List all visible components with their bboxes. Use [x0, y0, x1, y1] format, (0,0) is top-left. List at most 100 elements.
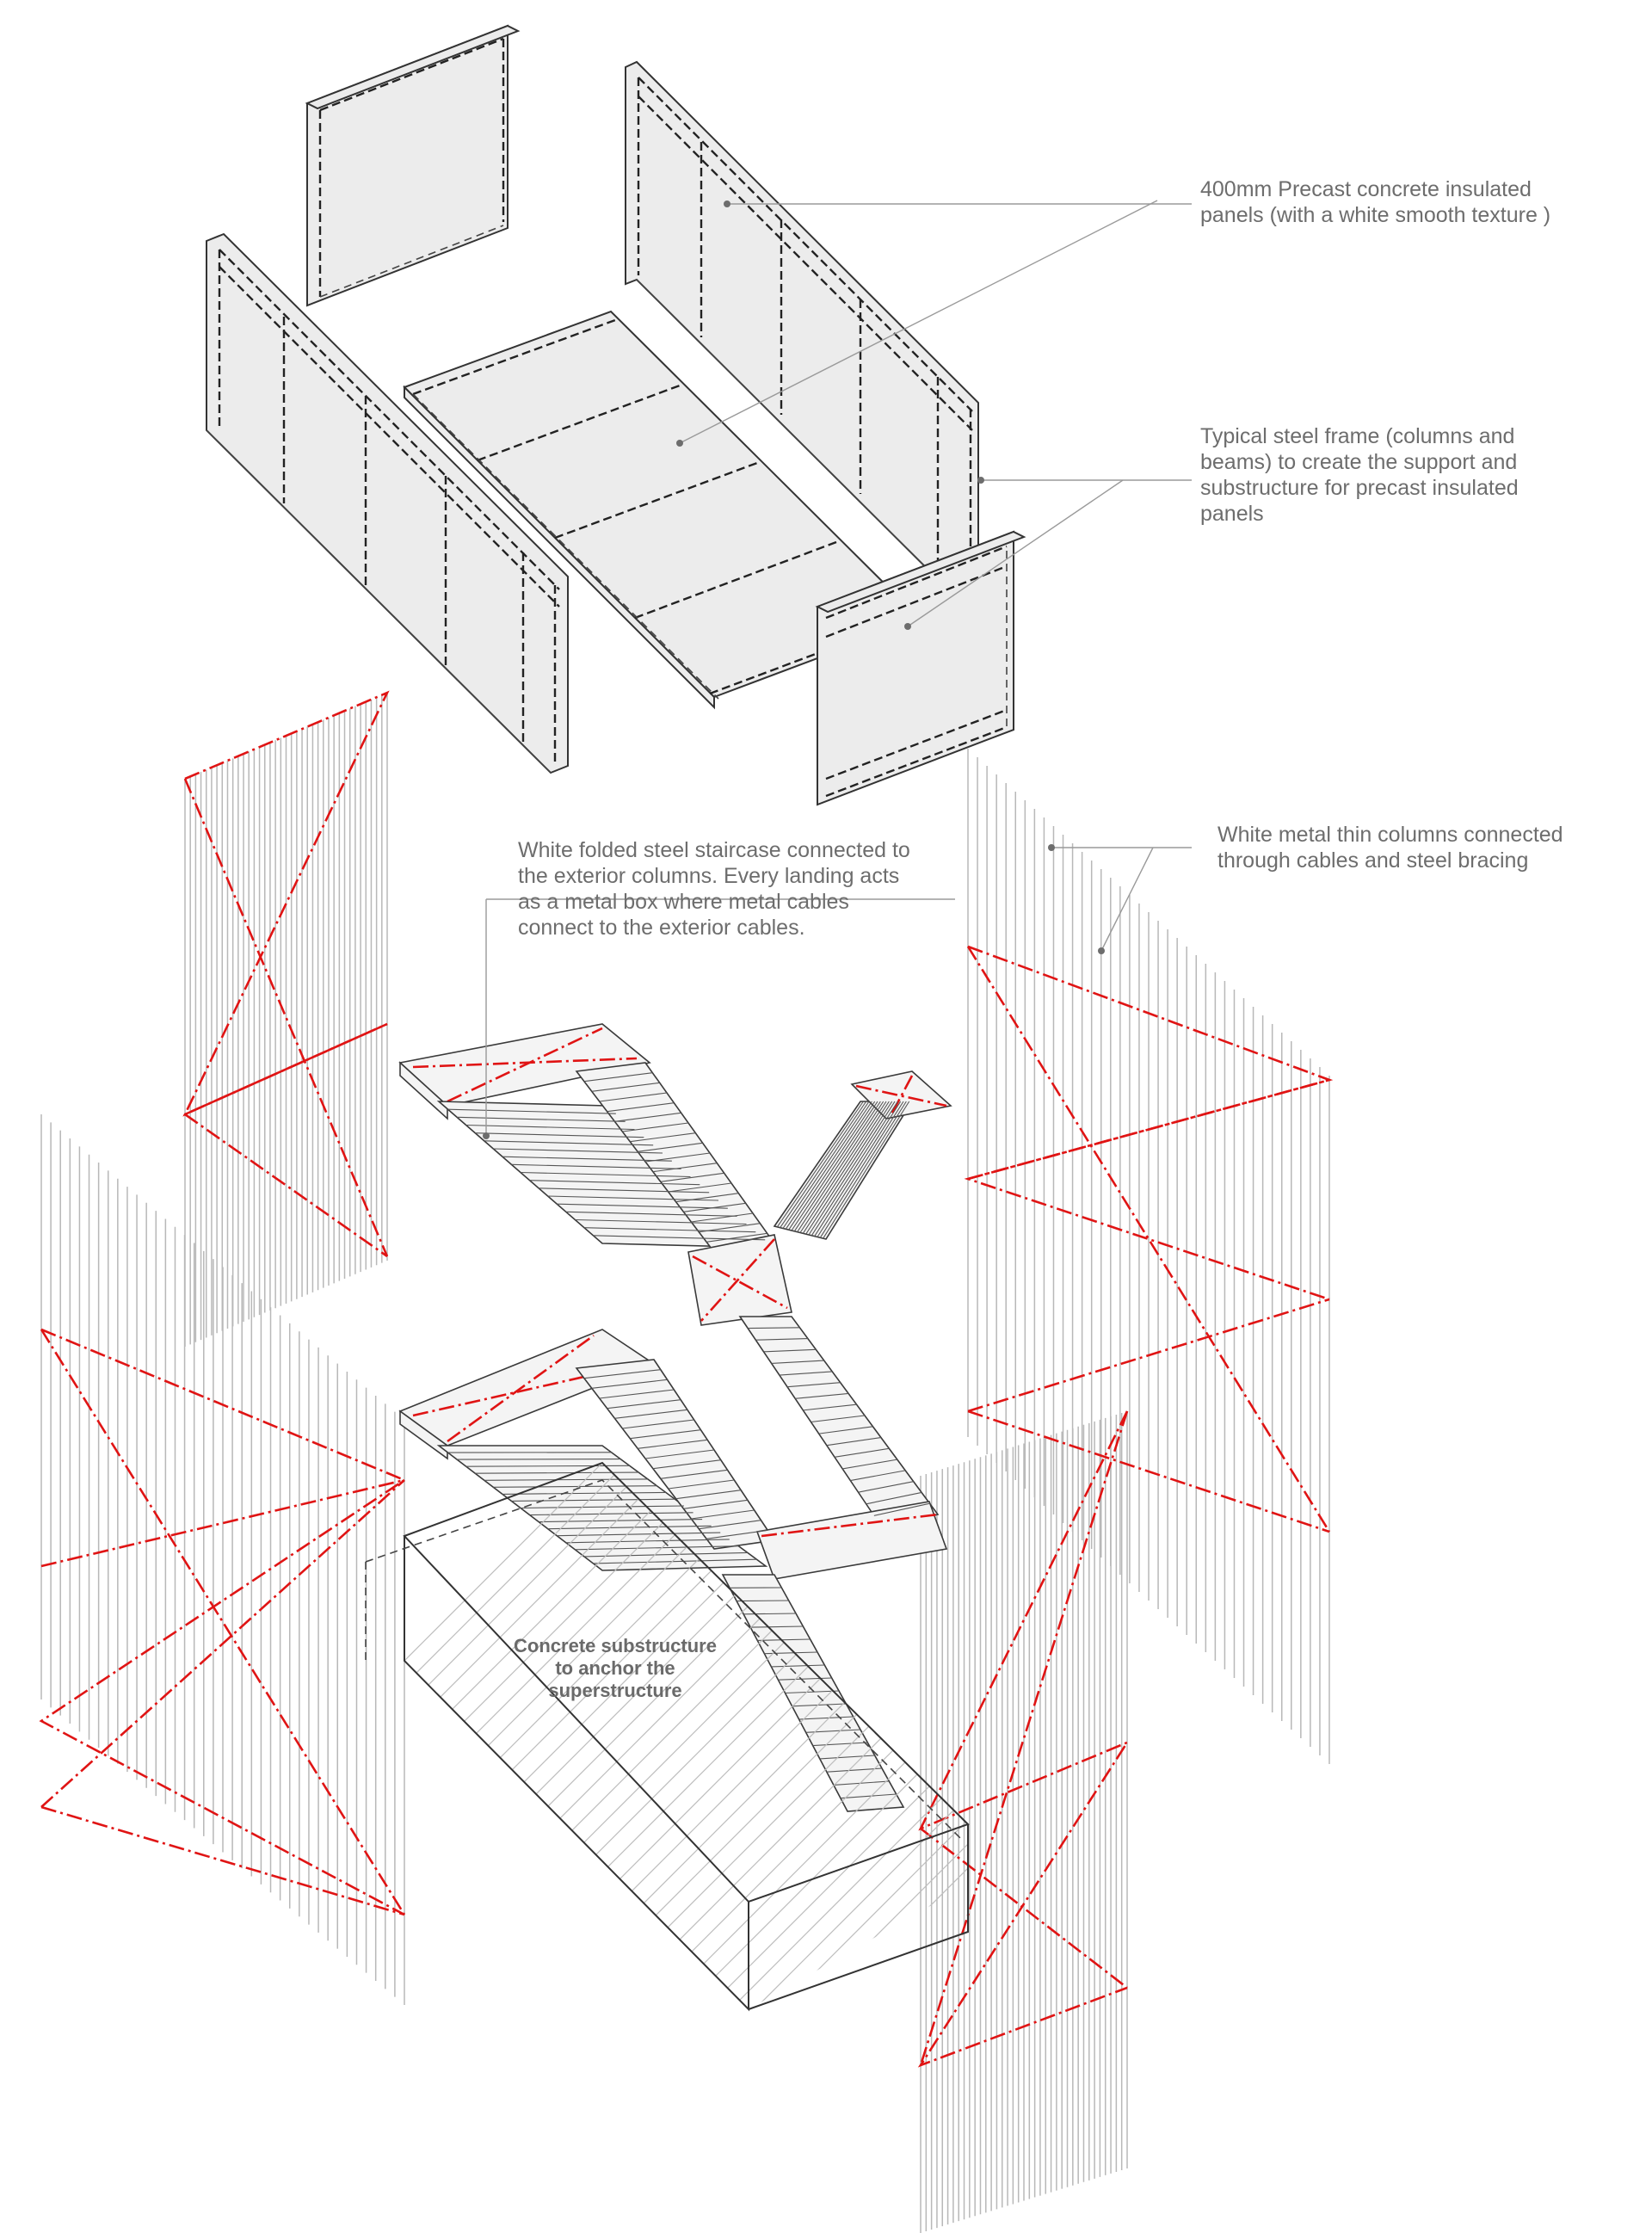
steel-frame-label: Typical steel frame (columns and beams) … [1200, 424, 1519, 526]
stair-tread [763, 1348, 817, 1353]
stair-tread [805, 1101, 893, 1235]
stair-tread [465, 1465, 630, 1467]
metal-columns-label: White metal thin columns connected throu… [1217, 823, 1563, 873]
stair-tread [748, 1327, 800, 1329]
stair-tread [866, 1491, 922, 1505]
stair-tread [493, 1485, 657, 1488]
stair-tread [802, 1101, 890, 1234]
concrete-hatch-line [404, 1463, 700, 2009]
concrete-hatch-line [404, 1463, 844, 2009]
stair-tread [834, 1447, 890, 1458]
stair-tread [691, 1509, 755, 1520]
stair-tread [826, 1437, 881, 1447]
stair-tread [447, 1108, 616, 1114]
screen-upper-right [967, 749, 1330, 1764]
stair-tread [652, 1163, 718, 1173]
stair-tread [788, 1101, 876, 1231]
stair-tread [803, 1403, 857, 1411]
concrete-hatch-line [1349, 1463, 1652, 2065]
stair-tread [799, 1101, 887, 1233]
concrete-hatch-line [404, 1463, 627, 2009]
stair-tread [683, 1202, 746, 1212]
stair-tread [557, 1203, 728, 1209]
screen-upper-left [184, 693, 388, 1347]
left-long-panel [206, 232, 569, 774]
stair-tread [622, 1419, 694, 1429]
cable-bracing [39, 690, 1334, 2068]
stair-tread [539, 1519, 703, 1523]
stair-tread [795, 1392, 849, 1399]
concrete-hatch-line [1277, 1463, 1652, 2065]
stair-tread [630, 1132, 696, 1143]
stair-tread [583, 1227, 756, 1233]
stair-tread [607, 1102, 675, 1113]
concrete-hatch-line [1518, 1463, 1652, 2065]
precast-panels-label: 400mm Precast concrete insulated panels … [1200, 177, 1551, 227]
stair-tread [819, 1755, 875, 1760]
stair-tread [779, 1371, 833, 1376]
stair-tread [850, 1470, 906, 1482]
stair-tread [502, 1156, 672, 1162]
stair-tread [591, 1379, 668, 1389]
stair-tread [750, 1625, 804, 1628]
stair-tread [644, 1449, 715, 1459]
stair-tread [819, 1101, 907, 1238]
concrete-hatch-line [1470, 1463, 1652, 2065]
stair-tread [565, 1539, 730, 1544]
stair-tread [622, 1122, 689, 1132]
concrete-hatch-line [1494, 1463, 1652, 2065]
stair-tread [668, 1182, 732, 1193]
concrete-hatch-line [1012, 1463, 1614, 2065]
concrete-hatch-line [404, 1463, 675, 2009]
stair-tread [785, 1101, 872, 1230]
front-panel [815, 530, 1026, 806]
stair-tread [520, 1171, 691, 1178]
stair-tread [493, 1148, 663, 1154]
stair-tread [823, 1101, 910, 1239]
concrete-hatch-line [842, 1463, 968, 2009]
stair-tread [791, 1101, 878, 1231]
stair-tread [529, 1512, 693, 1516]
stair-tread [706, 1529, 768, 1539]
stair-tread [575, 1545, 739, 1551]
screen-lower-right [920, 1411, 1128, 2233]
stair-tread [782, 1101, 870, 1229]
back-panel-left [305, 24, 521, 307]
concrete-hatch-line [1253, 1463, 1652, 2065]
stair-tread [778, 1677, 832, 1681]
stair-tread [706, 1232, 767, 1243]
stair-tread [457, 1116, 626, 1122]
concrete-hatch-line [1446, 1463, 1652, 2065]
stair-tread [798, 1716, 854, 1720]
concrete-hatch-line [404, 1463, 651, 2009]
stair-tread [511, 1498, 675, 1502]
stair-tread [652, 1459, 721, 1470]
concrete-hatch-line [1084, 1463, 1652, 2065]
stair-tread [599, 1389, 675, 1399]
stair-tread [565, 1211, 737, 1217]
stair-tread [644, 1152, 711, 1163]
stair-tread [786, 1382, 841, 1388]
concrete-hatch-line [404, 1463, 772, 2009]
concrete-hatch-line [963, 1463, 968, 2009]
concrete-hatch-line [1180, 1463, 1652, 2065]
concrete-hatch-line [404, 1463, 603, 2009]
stair-tread [614, 1112, 681, 1122]
stair-tread [630, 1429, 701, 1440]
stair-tread [743, 1613, 797, 1615]
concrete-hatch-line [1325, 1463, 1652, 2065]
stair-tread [826, 1767, 883, 1773]
concrete-hatch-line [1229, 1463, 1652, 2065]
stair-tread [771, 1360, 824, 1364]
stair-treads [447, 1072, 930, 1799]
stair-tread [811, 1101, 898, 1237]
concrete-hatch-line [698, 1463, 968, 2009]
stair-tread [792, 1703, 847, 1707]
concrete-hatch-line [404, 1463, 748, 2009]
stair-tread [583, 1072, 653, 1083]
stair-tread [465, 1124, 635, 1131]
stair-tread [797, 1101, 885, 1232]
stair-tread [840, 1793, 897, 1799]
substructure-label: Concrete substructure to anchor the supe… [514, 1635, 717, 1701]
